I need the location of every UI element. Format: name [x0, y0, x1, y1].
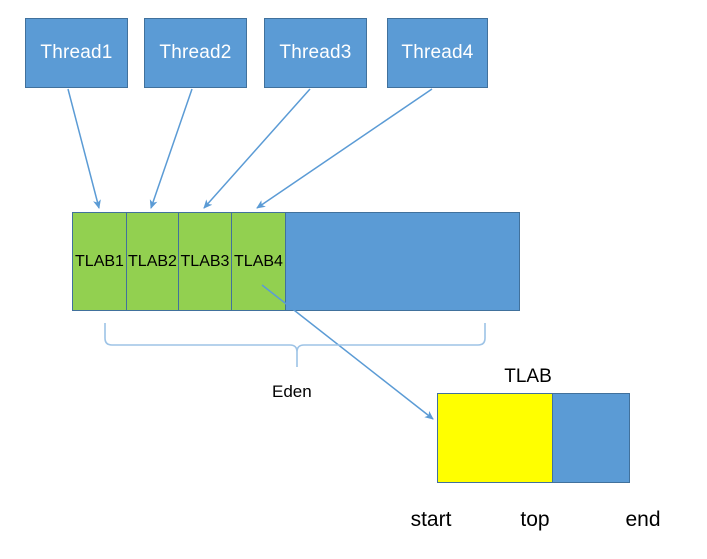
thread-label: Thread2: [159, 42, 232, 63]
eden-tlab-segment-3: TLAB3: [179, 213, 232, 310]
thread-label: Thread3: [279, 42, 352, 63]
eden-tlab-segment-1: TLAB1: [73, 213, 127, 310]
eden-label: Eden: [272, 382, 312, 401]
tlab-pointer-top: top: [520, 508, 550, 531]
thread-box-4: Thread4: [387, 18, 488, 88]
tlab-pointer-end: end: [625, 508, 661, 531]
thread-label: Thread4: [401, 42, 474, 63]
thread1-to-tlab1: [67, 88, 101, 209]
tlab-pointer-start: start: [410, 508, 452, 531]
thread-label: Thread1: [40, 42, 113, 63]
thread-box-1: Thread1: [25, 18, 128, 88]
tlab-used-region: [438, 394, 553, 482]
eden-brace: [104, 323, 486, 367]
tlab-segment-label: TLAB4: [234, 252, 283, 270]
eden-bar: TLAB1 TLAB2 TLAB3 TLAB4: [72, 212, 520, 311]
tlab-segment-label: TLAB2: [128, 252, 177, 270]
thread-box-3: Thread3: [264, 18, 367, 88]
thread2-to-tlab2: [149, 88, 193, 209]
eden-tlab-segment-4: TLAB4: [232, 213, 286, 310]
tlab-detail-title: TLAB: [504, 366, 552, 387]
thread4-to-tlab4: [256, 88, 433, 209]
thread3-to-tlab3: [203, 88, 311, 209]
thread-box-2: Thread2: [144, 18, 247, 88]
tlab-segment-label: TLAB1: [75, 252, 124, 270]
eden-tlab-segment-2: TLAB2: [127, 213, 179, 310]
tlab-detail-box: [437, 393, 630, 483]
tlab-segment-label: TLAB3: [180, 252, 230, 270]
